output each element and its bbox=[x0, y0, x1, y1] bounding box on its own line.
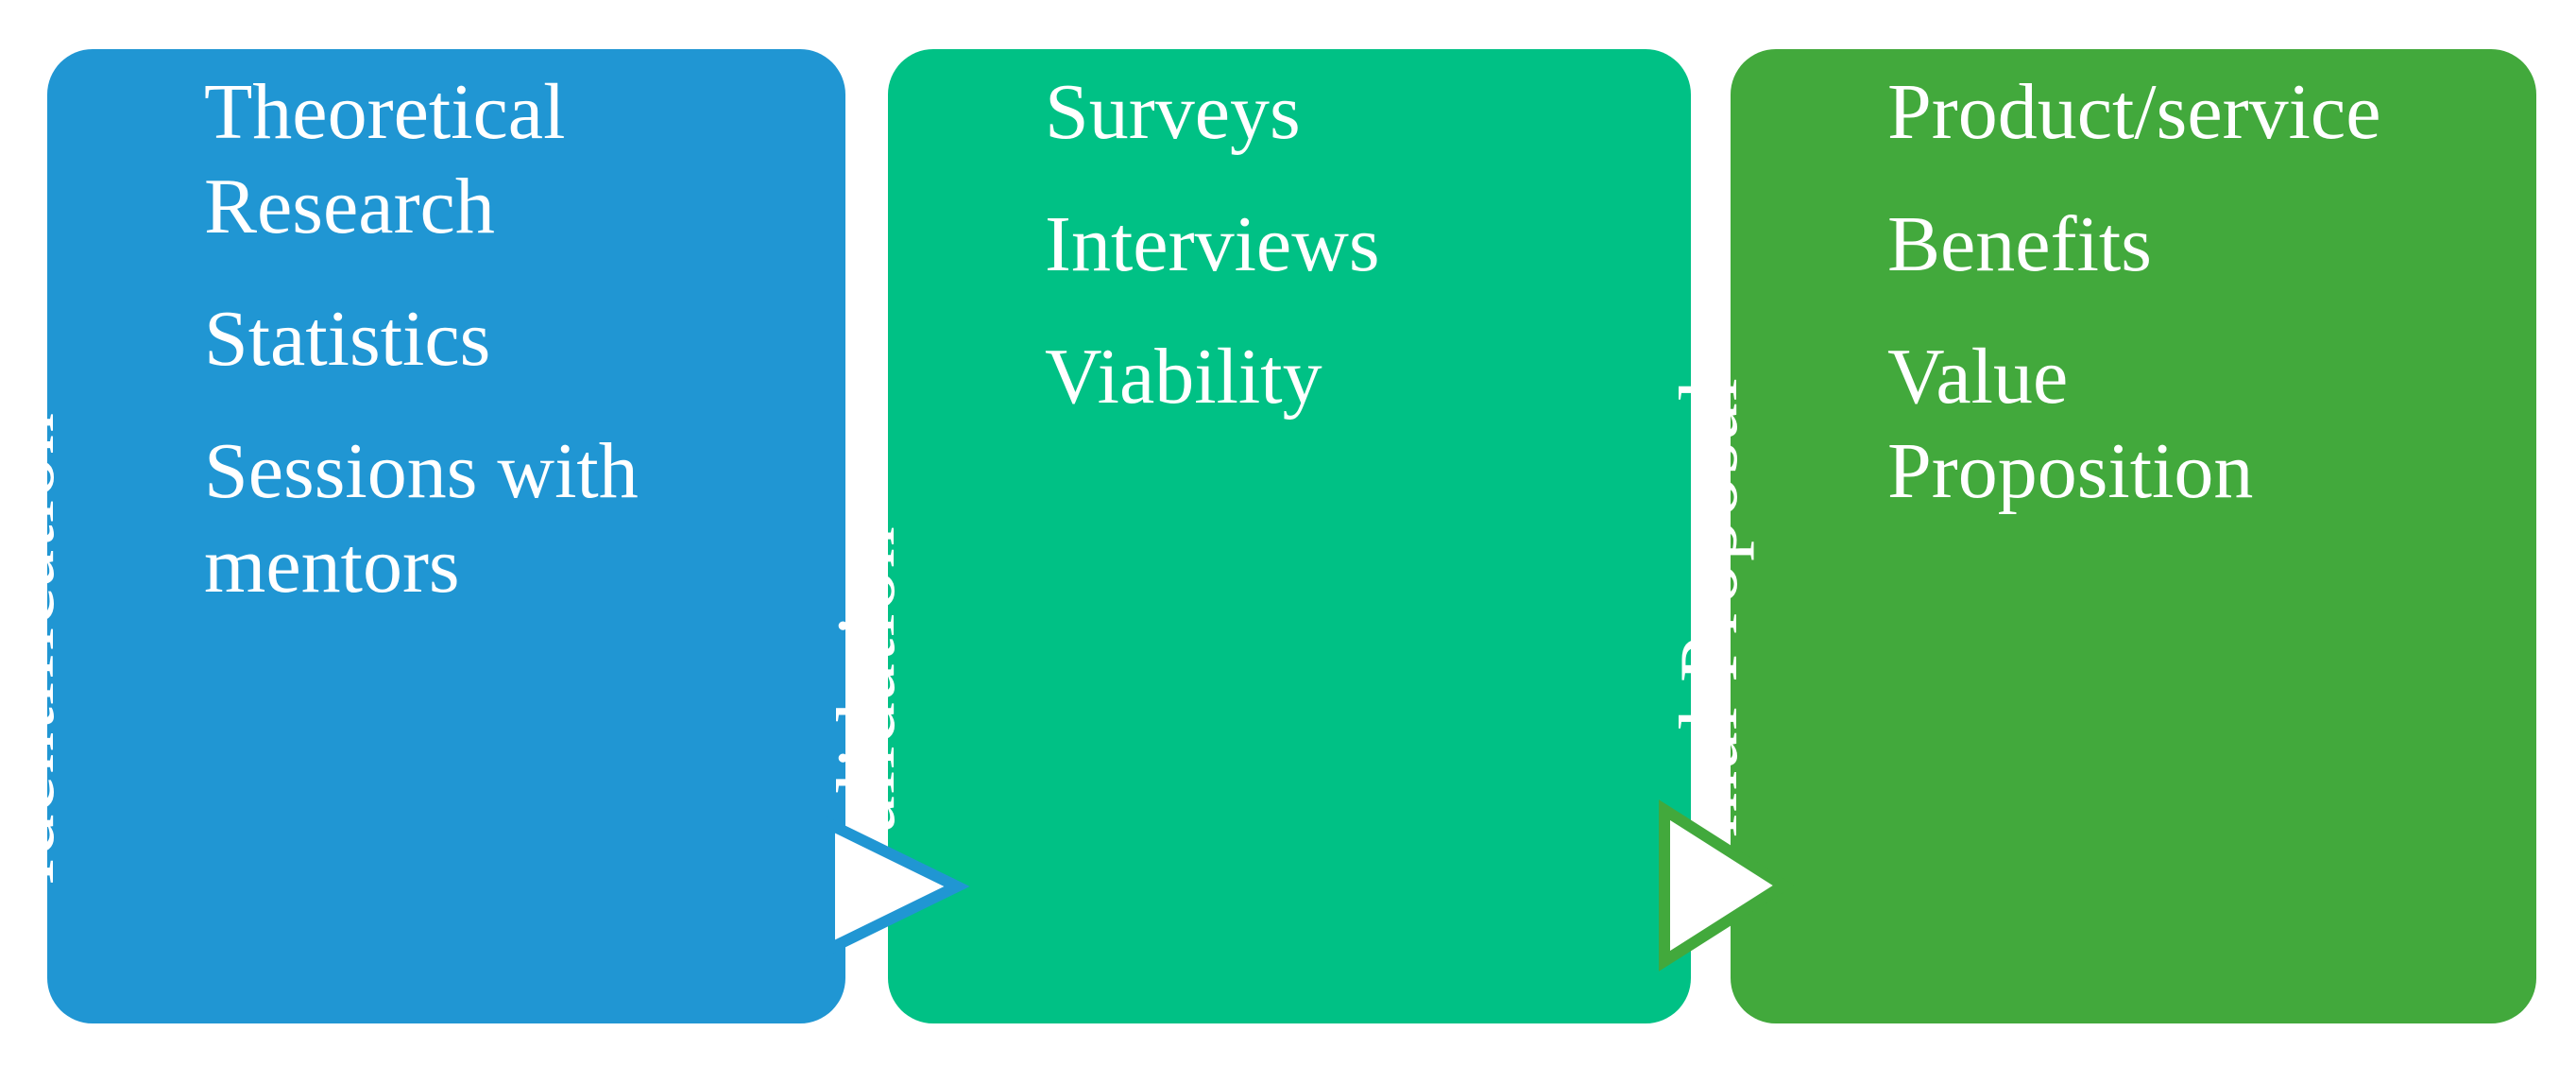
right-arrow-icon bbox=[824, 815, 970, 958]
stage-block-validation: Validation Surveys Interviews Viability bbox=[821, 49, 1691, 1023]
item-line: Sessions with bbox=[204, 427, 639, 515]
item-line: Proposition bbox=[1887, 427, 2254, 515]
item-line: Research bbox=[204, 163, 495, 250]
stage-items: Surveys Interviews Viability bbox=[1045, 65, 1593, 462]
stage-block-identification: Identification Theoretical Research Stat… bbox=[0, 49, 845, 1023]
list-item: Product/service bbox=[1887, 65, 2435, 160]
stage-title-identification: Identification bbox=[0, 410, 72, 885]
right-arrow-triangle bbox=[824, 815, 970, 958]
stage-items: Product/service Benefits Value Propositi… bbox=[1887, 65, 2435, 557]
list-item: Surveys bbox=[1045, 65, 1593, 160]
item-line: Interviews bbox=[1045, 200, 1380, 288]
list-item: Statistics bbox=[204, 292, 752, 387]
stage-items: Theoretical Research Statistics Sessions… bbox=[204, 65, 752, 651]
item-line: Value bbox=[1887, 333, 2069, 421]
list-item: Interviews bbox=[1045, 198, 1593, 292]
list-item: Benefits bbox=[1887, 198, 2435, 292]
item-line: Surveys bbox=[1045, 68, 1301, 156]
list-item: Theoretical Research bbox=[204, 65, 752, 254]
item-line: Theoretical bbox=[204, 68, 566, 156]
item-line: Viability bbox=[1045, 333, 1322, 421]
right-arrow-triangle bbox=[1659, 800, 1795, 971]
item-line: Product/service bbox=[1887, 68, 2381, 156]
list-item: Sessions with mentors bbox=[204, 424, 752, 613]
list-item: Value Proposition bbox=[1887, 330, 2435, 519]
stage-block-final-proposal: Final Proposal Product/service Benefits … bbox=[1663, 49, 2536, 1023]
item-line: Benefits bbox=[1887, 200, 2152, 288]
item-line: mentors bbox=[204, 522, 460, 610]
list-item: Viability bbox=[1045, 330, 1593, 424]
right-arrow-icon bbox=[1659, 800, 1795, 971]
item-line: Statistics bbox=[204, 295, 491, 383]
